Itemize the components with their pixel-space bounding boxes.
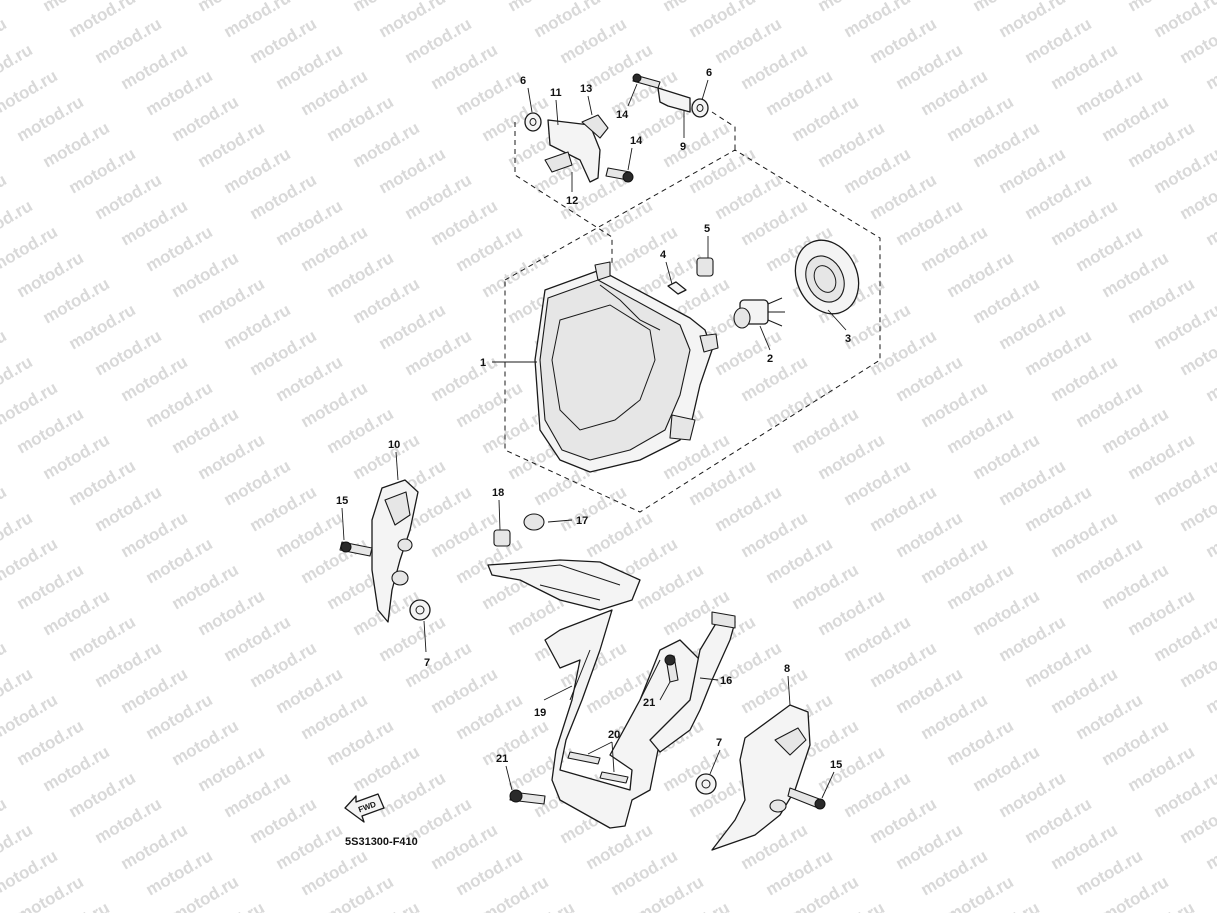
forward-arrow-icon: FWD	[345, 794, 384, 822]
callout-5: 5	[704, 223, 710, 235]
callout-8: 8	[784, 663, 790, 675]
callout-13: 13	[580, 83, 592, 95]
drawing-code: 5S31300-F410	[345, 836, 418, 848]
callout-7-left: 7	[424, 657, 430, 669]
callout-4: 4	[660, 249, 667, 261]
callout-7-right: 7	[716, 737, 722, 749]
callout-18: 18	[492, 487, 504, 499]
callout-14-lower: 14	[630, 135, 643, 147]
callout-6-right: 6	[706, 67, 712, 79]
callout-16: 16	[720, 675, 732, 687]
callout-9: 9	[680, 141, 686, 153]
callout-17: 17	[576, 515, 588, 527]
callout-6-left: 6	[520, 75, 526, 87]
callout-15-right: 15	[830, 759, 842, 771]
bolt-15-left	[340, 508, 372, 556]
callout-21-lower: 21	[496, 753, 508, 765]
callout-1: 1	[480, 357, 486, 369]
callout-20: 20	[608, 729, 620, 741]
bolt-14-lower	[606, 148, 633, 182]
headlight-unit	[492, 262, 718, 472]
callout-10: 10	[388, 439, 400, 451]
callout-11: 11	[550, 87, 562, 99]
callout-15-left: 15	[336, 495, 348, 507]
callout-12: 12	[566, 195, 578, 207]
callout-14-upper: 14	[616, 109, 629, 121]
callout-21-upper: 21	[643, 697, 655, 709]
callout-19: 19	[534, 707, 546, 719]
callout-2: 2	[767, 353, 773, 365]
callout-3: 3	[845, 333, 851, 345]
